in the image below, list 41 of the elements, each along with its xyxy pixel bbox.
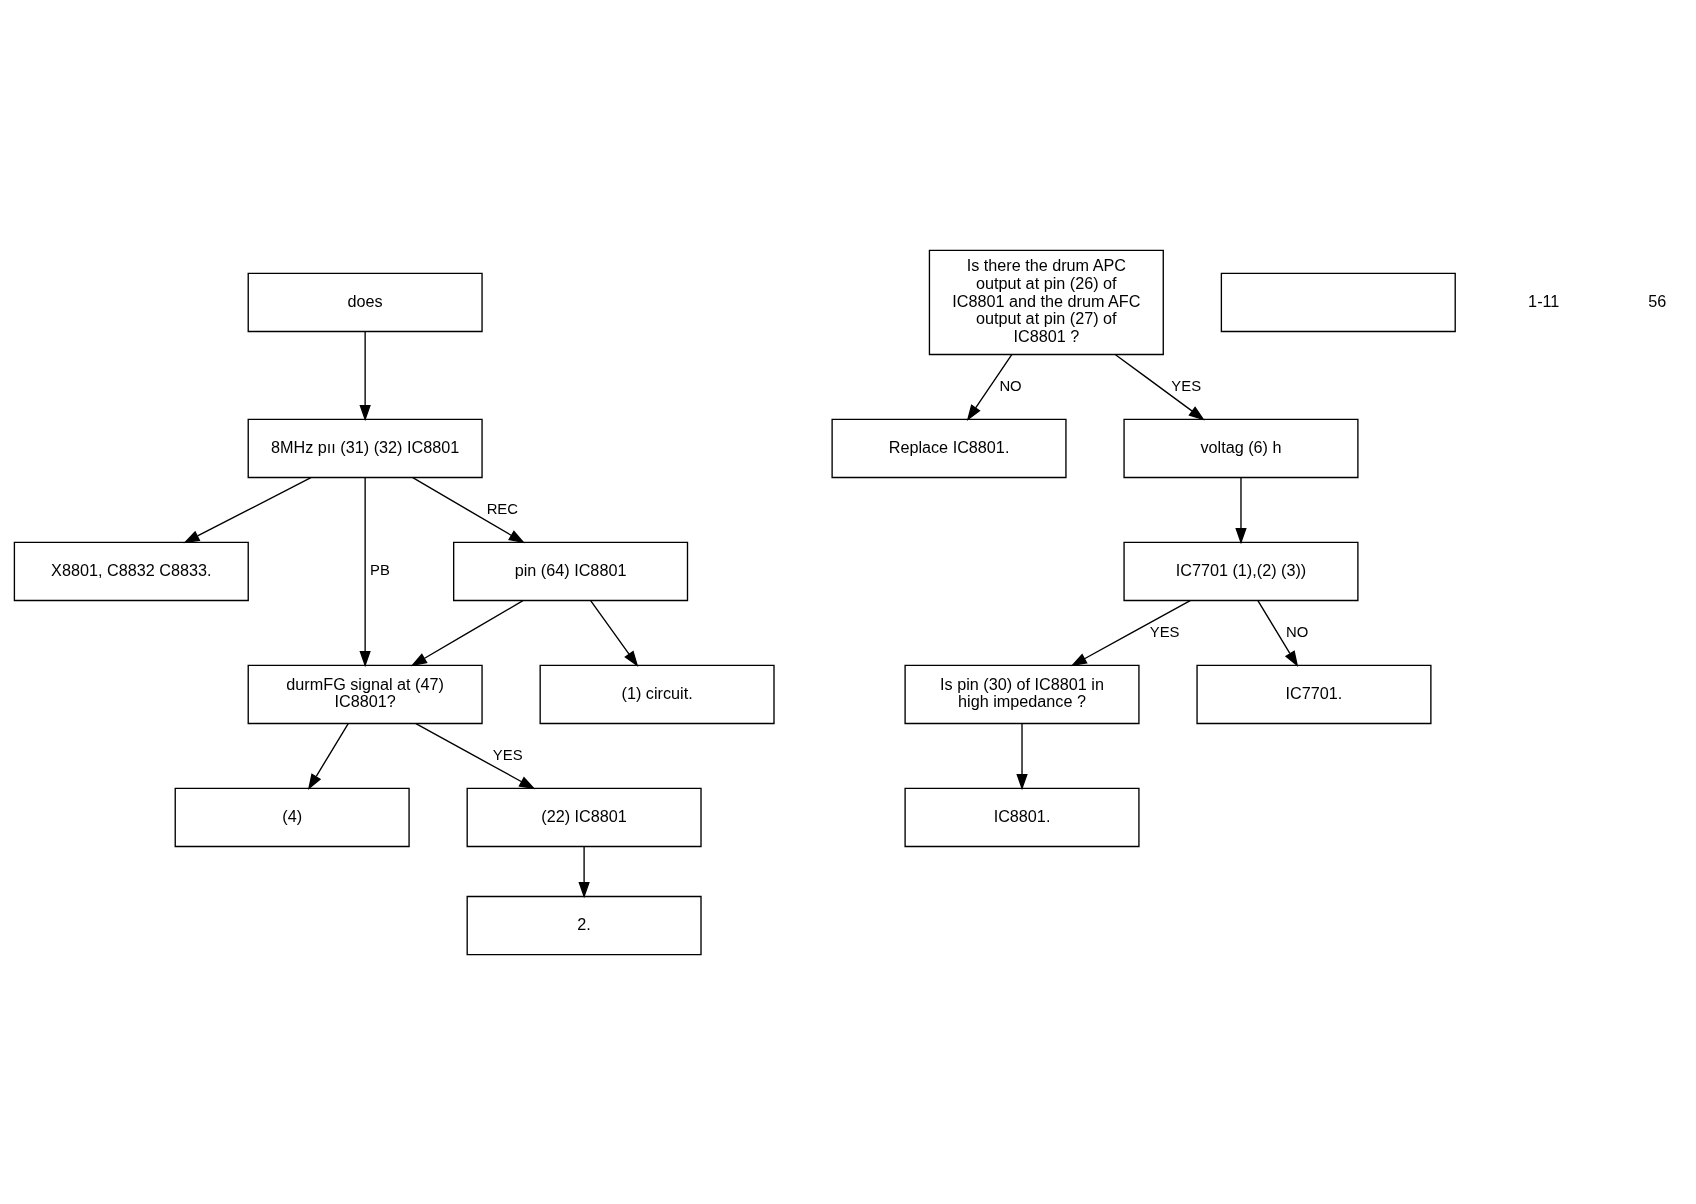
arrow — [410, 599, 524, 666]
edge-label: YES — [1171, 377, 1202, 394]
arrow — [1114, 353, 1205, 420]
arrow — [1235, 476, 1247, 544]
edge-label: YES — [1149, 623, 1180, 640]
arrow — [589, 599, 639, 667]
arrow — [359, 476, 371, 667]
edge-label: NO — [999, 377, 1022, 394]
arrow — [966, 353, 1013, 421]
node-box: (4) — [174, 787, 410, 847]
arrow — [359, 330, 371, 421]
node-box: pin (64) IC8801 — [453, 541, 689, 601]
label: 1-11 — [1528, 291, 1560, 310]
node-box: IC7701. — [1196, 664, 1432, 724]
node-box: Is pin (30) of IC8801 in high impedance ? — [904, 664, 1140, 724]
node-box: Is there the drum APC output at pin (26) of IC8801 and the drum AFC output at pin (27) of IC8801 ? — [928, 249, 1164, 355]
node-box: IC8801. — [904, 787, 1140, 847]
node-box: (1) circuit. — [539, 664, 775, 724]
edge-label: PB — [370, 561, 390, 578]
arrow — [415, 722, 536, 789]
arrow — [412, 476, 525, 543]
node-box: IC7701 (1),(2) (3)) — [1123, 541, 1359, 601]
arrow — [578, 845, 590, 898]
node-box: Replace IC8801. — [831, 418, 1067, 478]
arrow — [1016, 722, 1028, 790]
arrow — [183, 476, 312, 543]
node-box: voltag (6) h — [1123, 418, 1359, 478]
arrow — [1257, 599, 1299, 667]
arrow — [1070, 599, 1191, 666]
edge-label: NO — [1285, 623, 1309, 640]
edge-label: YES — [492, 746, 523, 763]
node-box: durmFG signal at (47) IC8801? — [247, 664, 483, 724]
label: 56 — [1648, 291, 1667, 310]
node-box: X8801, C8832 C8833. — [13, 541, 249, 601]
arrow — [307, 722, 349, 790]
node-box — [1220, 272, 1456, 332]
node-box: (22) IC8801 — [466, 787, 702, 847]
node-box: 8MHz pıı (31) (32) IC8801 — [247, 418, 483, 478]
node-box: 2. — [466, 895, 702, 955]
node-box: does — [247, 272, 483, 332]
edge-label: REC — [486, 500, 519, 517]
